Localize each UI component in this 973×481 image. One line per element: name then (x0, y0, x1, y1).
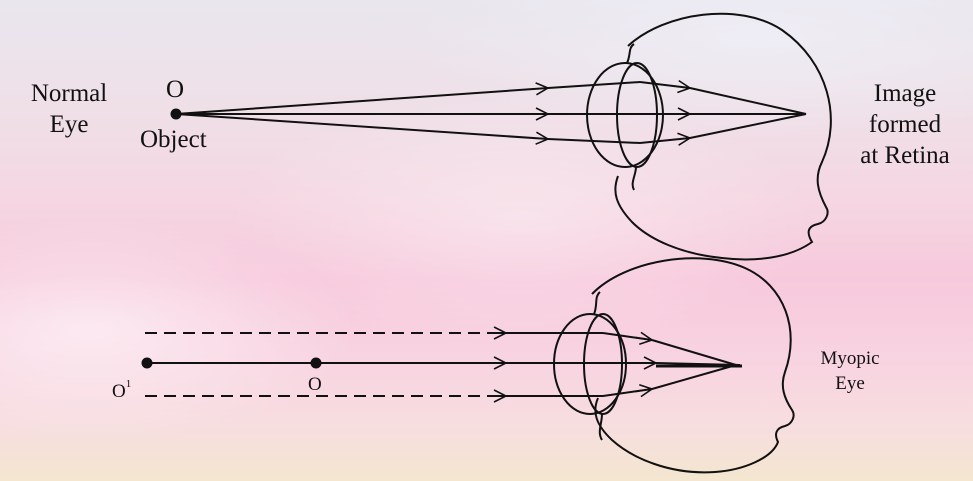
normal-ray-top (176, 88, 548, 114)
normal-lens-upper (627, 44, 634, 63)
object-label: Object (140, 124, 207, 155)
image-formed-line2: formed (842, 109, 968, 140)
point-o-label: O (166, 74, 184, 105)
image-formed-label: Image formed at Retina (842, 78, 968, 171)
normal-eye-group (176, 14, 831, 260)
image-formed-line1: Image (842, 78, 968, 109)
far-point-label: O1 (112, 372, 131, 404)
normal-lens-lower (633, 167, 636, 190)
myopic-eye-label: Myopic Eye (806, 346, 894, 396)
far-point (142, 358, 153, 369)
normal-head-outline (615, 14, 831, 260)
point-o-bottom-label: O (308, 372, 322, 397)
image-formed-line3: at Retina (842, 140, 968, 171)
far-point-superscript: 1 (126, 378, 132, 390)
far-point-letter: O (112, 381, 126, 402)
normal-eye-label-line1: Normal (8, 78, 130, 109)
object-point-o (311, 358, 322, 369)
object-point (171, 109, 182, 120)
myopic-eye-line2: Eye (806, 371, 894, 396)
normal-eye-label-line2: Eye (8, 109, 130, 140)
normal-eye-label: Normal Eye (8, 78, 130, 140)
myopic-eye-line1: Myopic (806, 346, 894, 371)
myopic-lens-upper (594, 292, 600, 314)
myopic-eye-group (145, 258, 794, 472)
normal-ray-bottom (176, 114, 548, 139)
